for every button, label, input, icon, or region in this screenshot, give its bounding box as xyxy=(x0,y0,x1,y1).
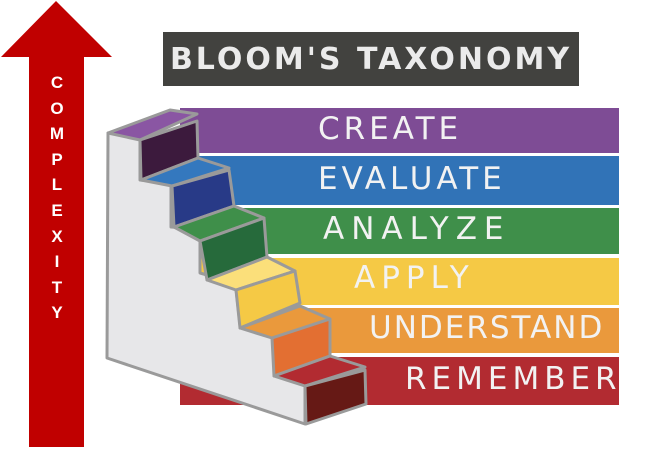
level-bar-create: CREATE xyxy=(180,108,619,153)
arrow-letter: E xyxy=(51,200,63,220)
level-label: EVALUATE xyxy=(318,161,506,197)
step-top-evaluate xyxy=(139,156,231,188)
level-label: APPLY xyxy=(354,260,475,296)
page-title: BLOOM'S TAXONOMY xyxy=(163,32,579,86)
step-front-apply xyxy=(234,269,302,330)
step-top-create xyxy=(106,108,199,142)
arrow-letter: P xyxy=(51,149,63,169)
arrow-letter: L xyxy=(51,175,63,195)
arrow-letter: Y xyxy=(51,303,63,323)
complexity-label: C O M P L E X I T Y xyxy=(29,70,85,326)
level-label: REMEMBER xyxy=(405,361,622,397)
title-text: BLOOM'S TAXONOMY xyxy=(169,41,573,77)
complexity-arrow xyxy=(1,1,112,447)
level-label: ANALYZE xyxy=(323,211,511,247)
arrow-letter: C xyxy=(50,73,64,92)
step-top-remember xyxy=(272,354,367,388)
level-label: UNDERSTAND xyxy=(369,310,605,346)
arrow-letter: M xyxy=(49,124,65,144)
level-label: CREATE xyxy=(318,111,463,147)
level-bar-evaluate: EVALUATE xyxy=(180,156,619,205)
step-front-remember xyxy=(303,368,368,426)
arrow-letter: O xyxy=(50,98,64,118)
arrow-letter: I xyxy=(54,252,60,272)
arrow-letter: X xyxy=(51,226,63,246)
arrow-letter: T xyxy=(51,277,63,297)
